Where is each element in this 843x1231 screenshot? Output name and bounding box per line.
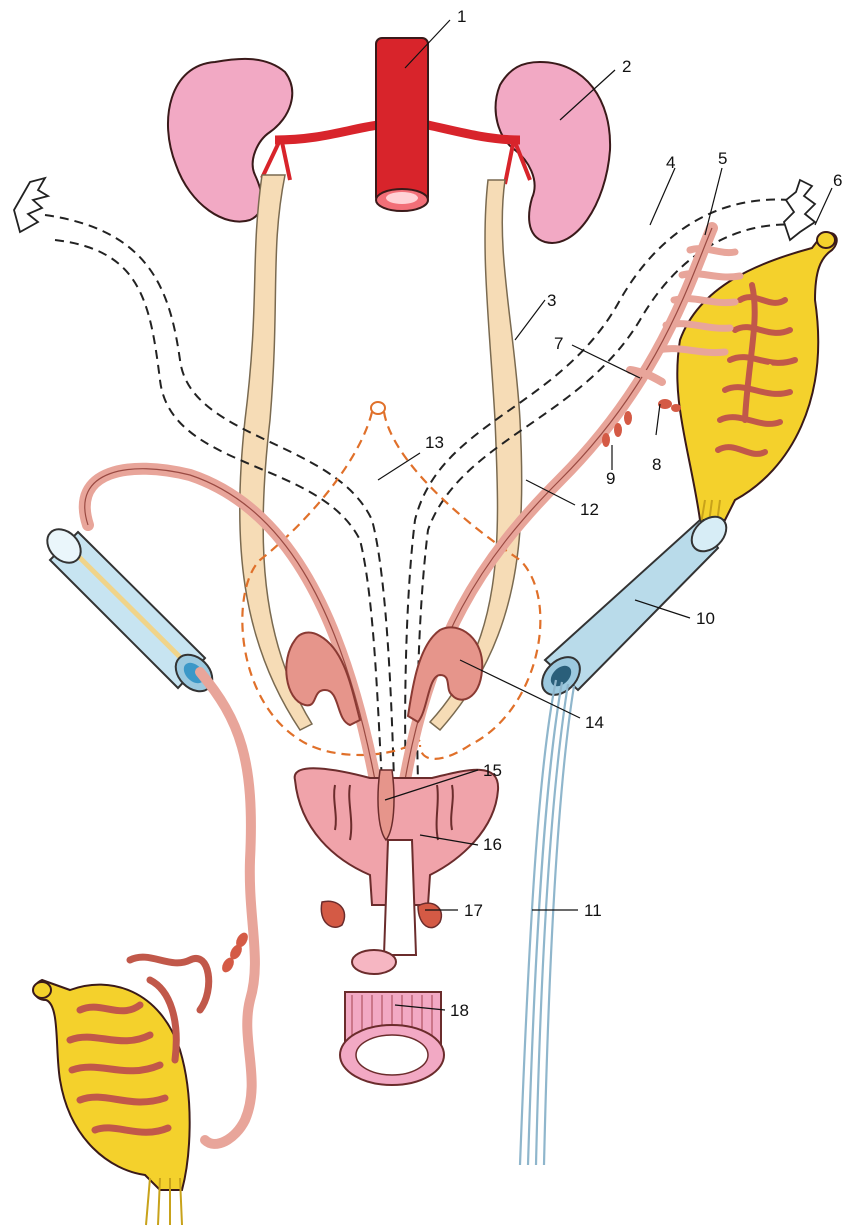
vestigial-tubules-left bbox=[220, 931, 251, 975]
gubernaculum-tube-right bbox=[535, 510, 733, 702]
aorta bbox=[376, 38, 428, 203]
label-9: 9 bbox=[606, 469, 615, 488]
renal-branch-left bbox=[262, 140, 290, 180]
label-13: 13 bbox=[425, 433, 444, 452]
label-17: 17 bbox=[464, 901, 483, 920]
label-6: 6 bbox=[833, 171, 842, 190]
label-3: 3 bbox=[547, 291, 556, 310]
fimbria-right-icon bbox=[784, 180, 815, 240]
label-10: 10 bbox=[696, 609, 715, 628]
urethra-end bbox=[352, 950, 396, 974]
label-2: 2 bbox=[622, 57, 631, 76]
bulbourethral-gland-left bbox=[321, 901, 344, 927]
label-8: 8 bbox=[652, 455, 661, 474]
label-4: 4 bbox=[666, 153, 675, 172]
fimbria-left-icon bbox=[14, 178, 48, 232]
descended-duct-left bbox=[200, 672, 255, 1144]
cord-lines bbox=[520, 680, 574, 1165]
vestigial-tubules-8 bbox=[658, 399, 681, 412]
label-15: 15 bbox=[483, 761, 502, 780]
gubernaculum-tube-left bbox=[41, 523, 220, 699]
label-14: 14 bbox=[585, 713, 604, 732]
orange-top-bulb bbox=[371, 402, 385, 414]
bulbourethral-gland-right bbox=[418, 903, 441, 927]
label-12: 12 bbox=[580, 500, 599, 519]
callout-labels: 1 2 3 4 5 6 7 8 9 10 11 12 13 14 15 16 1… bbox=[425, 7, 842, 1020]
label-11: 11 bbox=[584, 901, 602, 920]
label-7: 7 bbox=[554, 334, 563, 353]
renal-artery-left bbox=[275, 125, 378, 140]
urethra bbox=[384, 840, 416, 955]
label-16: 16 bbox=[483, 835, 502, 854]
label-1: 1 bbox=[457, 7, 466, 26]
label-5: 5 bbox=[718, 149, 727, 168]
label-18: 18 bbox=[450, 1001, 469, 1020]
